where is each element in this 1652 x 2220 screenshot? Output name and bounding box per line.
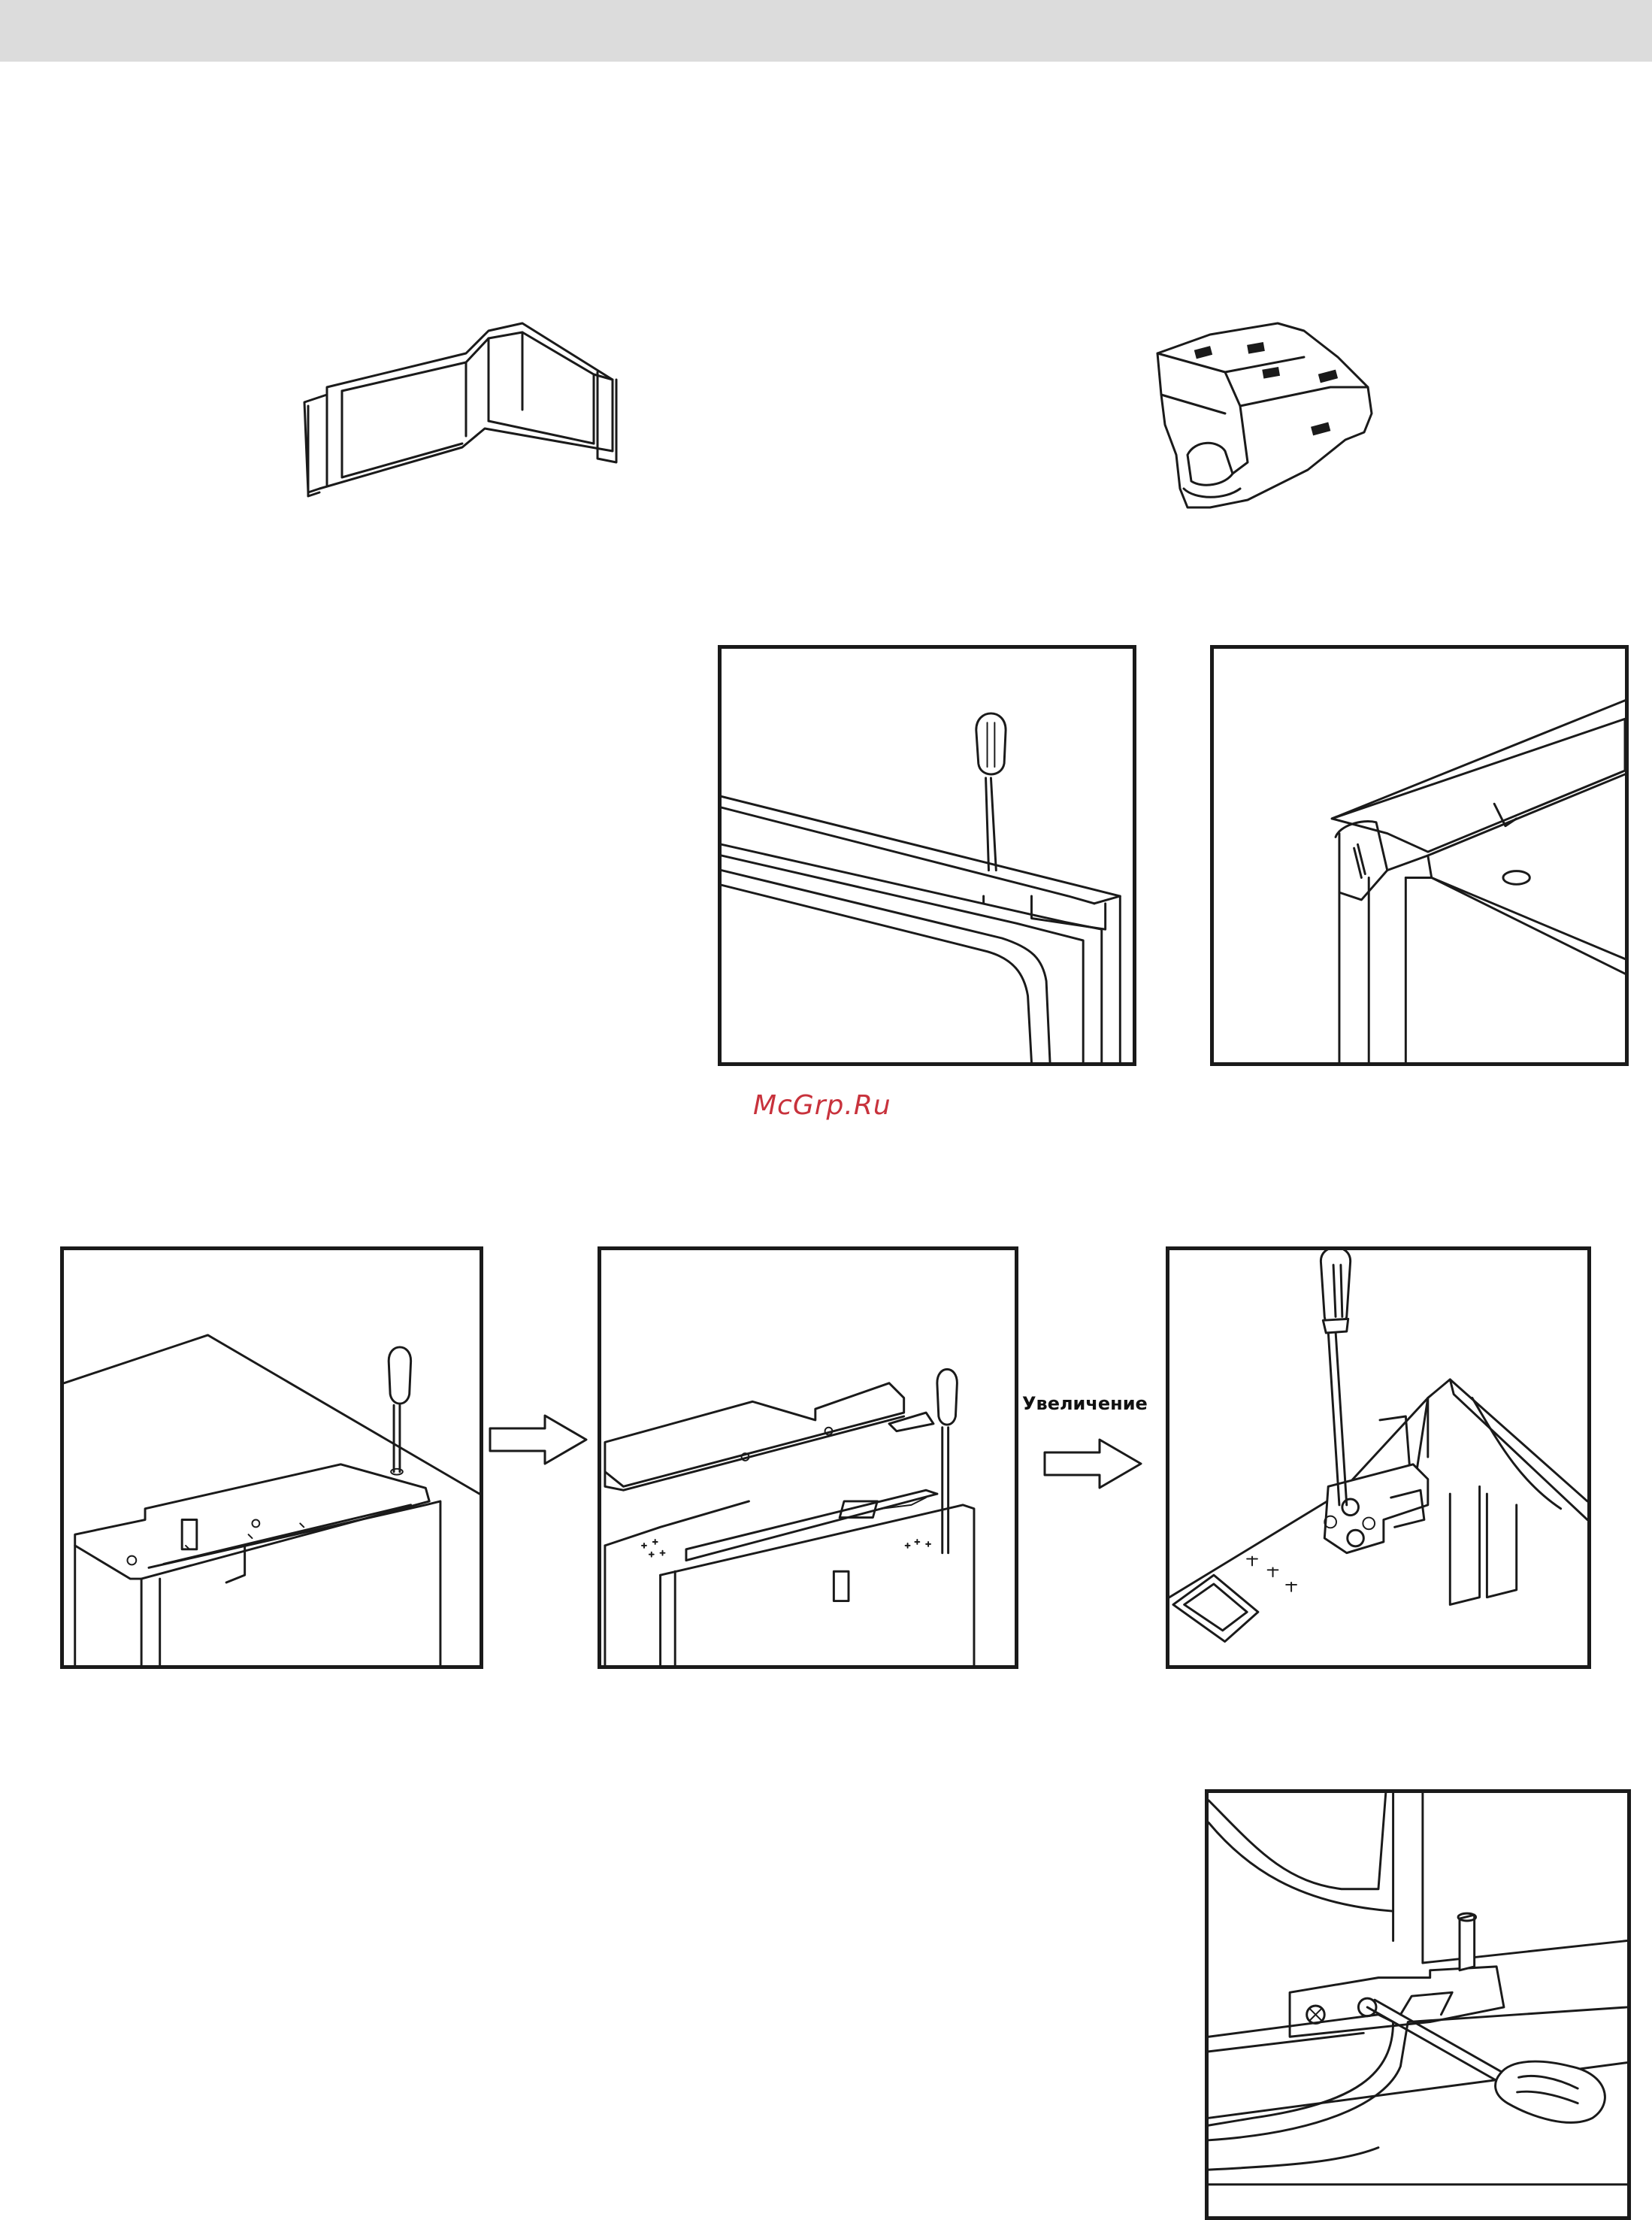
hinge-cap-part-illustration [1142,312,1383,530]
watermark-text: McGrp.Ru [753,1090,918,1121]
step-image-hinge-corner [1210,645,1629,1066]
header-bar [0,0,1652,62]
zoom-label: Увеличение [1022,1393,1148,1414]
hinge-cover-part-illustration [297,316,635,504]
step-image-top-panel [60,1246,483,1669]
right-arrow-icon [1043,1437,1145,1490]
step-image-zoomed-hinge [1166,1246,1591,1669]
step-image-door-top [718,645,1136,1066]
right-arrow-icon [489,1413,590,1466]
step-image-panel-removed [598,1246,1018,1669]
step-image-bottom-hinge [1205,1789,1631,2220]
